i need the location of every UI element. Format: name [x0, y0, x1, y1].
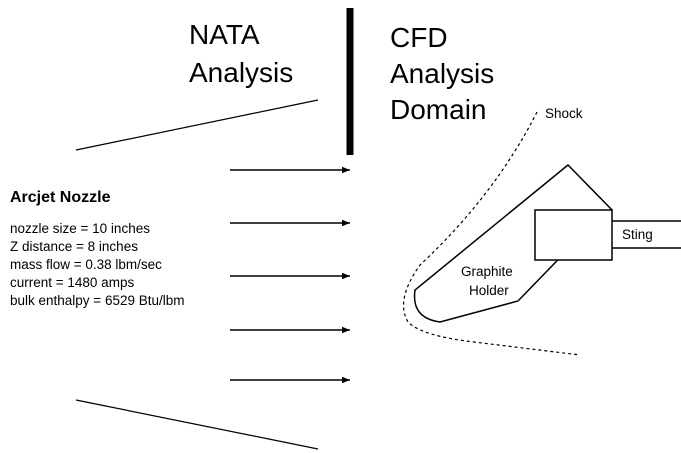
- shock-wave-curve: [402, 111, 581, 356]
- holder-label-line2: Holder: [469, 283, 509, 298]
- nozzle-lower-wall-line: [75, 399, 319, 450]
- holder-label-line1: Graphite: [461, 264, 513, 279]
- sting-label: Sting: [622, 227, 653, 242]
- nozzle-param-bulk-enthalpy: bulk enthalpy = 6529 Btu/lbm: [10, 293, 185, 308]
- graphite-holder-outline: [413, 163, 614, 323]
- nozzle-param-nozzle-size: nozzle size = 10 inches: [10, 221, 150, 236]
- cfd-region-title-line2: Analysis: [390, 58, 495, 89]
- cfd-region-title-line3: Domain: [390, 94, 487, 125]
- nozzle-upper-wall-line: [75, 99, 319, 151]
- sting-outline: [612, 220, 681, 249]
- nozzle-param-z-distance: Z distance = 8 inches: [10, 239, 138, 254]
- nozzle-title: Arcjet Nozzle: [10, 189, 111, 206]
- nata-region-title-line1: NATA: [189, 19, 260, 50]
- cfd-region-title-line1: CFD: [390, 22, 448, 53]
- model-box: [534, 209, 613, 261]
- nozzle-param-current: current = 1480 amps: [10, 275, 135, 290]
- shock-label: Shock: [545, 106, 583, 121]
- nata-region-title-line2: Analysis: [189, 57, 294, 88]
- nozzle-param-mass-flow: mass flow = 0.38 lbm/sec: [10, 257, 162, 272]
